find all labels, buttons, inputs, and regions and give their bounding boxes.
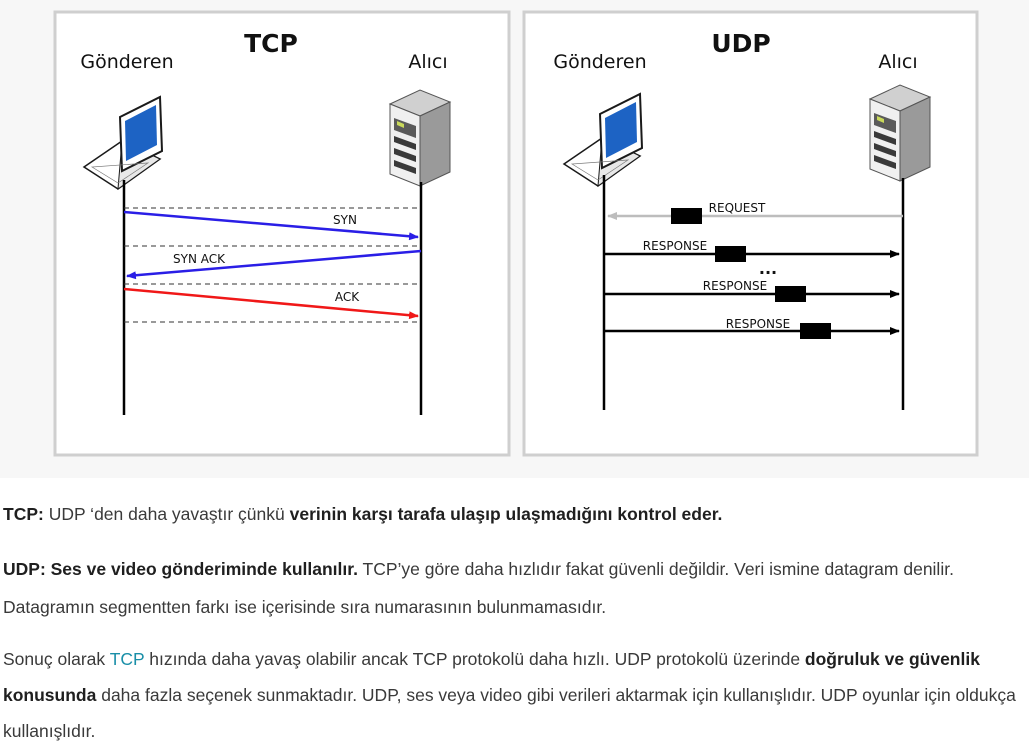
syn-ack-label: SYN ACK	[173, 252, 226, 266]
response-label-2: RESPONSE	[703, 279, 767, 293]
conclusion-paragraph: Sonuç olarak TCP hızında daha yavaş olab…	[3, 641, 1025, 749]
conclusion-text-1: Sonuç olarak	[3, 649, 110, 669]
conclusion-text-2: hızında daha yavaş olabilir ancak TCP pr…	[144, 649, 805, 669]
request-label: REQUEST	[709, 201, 766, 215]
tcp-title: TCP	[244, 29, 298, 58]
syn-label: SYN	[333, 213, 357, 227]
syn-ack-arrow	[126, 249, 422, 280]
protocol-diagram: TCP Gönderen Alıcı SYN SYN ACK ACK UDP G…	[53, 10, 979, 457]
tcp-sender-label: Gönderen	[80, 51, 173, 73]
syn-arrow	[123, 210, 419, 241]
tcp-server-icon	[389, 89, 451, 187]
tcp-term: TCP:	[3, 504, 44, 524]
tcp-text: UDP ‘den daha yavaştır çünkü	[43, 504, 290, 524]
udp-ellipsis: ...	[759, 259, 777, 278]
request-packet	[671, 208, 702, 224]
tcp-paragraph: TCP: UDP ‘den daha yavaştır çünkü verini…	[3, 500, 1025, 528]
response-packet-3	[800, 323, 831, 339]
response-packet-2	[775, 286, 806, 302]
udp-term: UDP: Ses ve video gönderiminde kullanılı…	[3, 559, 358, 579]
udp-paragraph: UDP: Ses ve video gönderiminde kullanılı…	[3, 550, 1025, 626]
udp-title: UDP	[711, 29, 770, 58]
ack-arrow	[123, 287, 419, 320]
tcp-bold-text: verinin karşı tarafa ulaşıp ulaşmadığını…	[289, 504, 723, 524]
response-packet-1	[715, 246, 746, 262]
udp-text: TCP’ye göre daha hızlıdır fakat güvenli …	[3, 559, 954, 617]
udp-sender-label: Gönderen	[553, 51, 646, 73]
tcp-panel: TCP Gönderen Alıcı SYN SYN ACK ACK	[53, 10, 511, 457]
conclusion-bold-text: doğruluk ve güvenlik konusunda	[3, 649, 980, 705]
response-label-1: RESPONSE	[643, 239, 707, 253]
udp-panel: UDP Gönderen Alıcı REQUEST RESPONSE ... …	[522, 10, 979, 457]
udp-server-icon	[869, 84, 931, 182]
tcp-link[interactable]: TCP	[109, 649, 145, 669]
tcp-receiver-label: Alıcı	[408, 51, 447, 73]
response-label-3: RESPONSE	[726, 317, 790, 331]
udp-receiver-label: Alıcı	[878, 51, 917, 73]
ack-label: ACK	[335, 290, 360, 304]
protocol-diagram-figure: TCP Gönderen Alıcı SYN SYN ACK ACK UDP G…	[53, 10, 979, 457]
conclusion-text-3: daha fazla seçenek sunmaktadır. UDP, ses…	[3, 685, 1016, 741]
